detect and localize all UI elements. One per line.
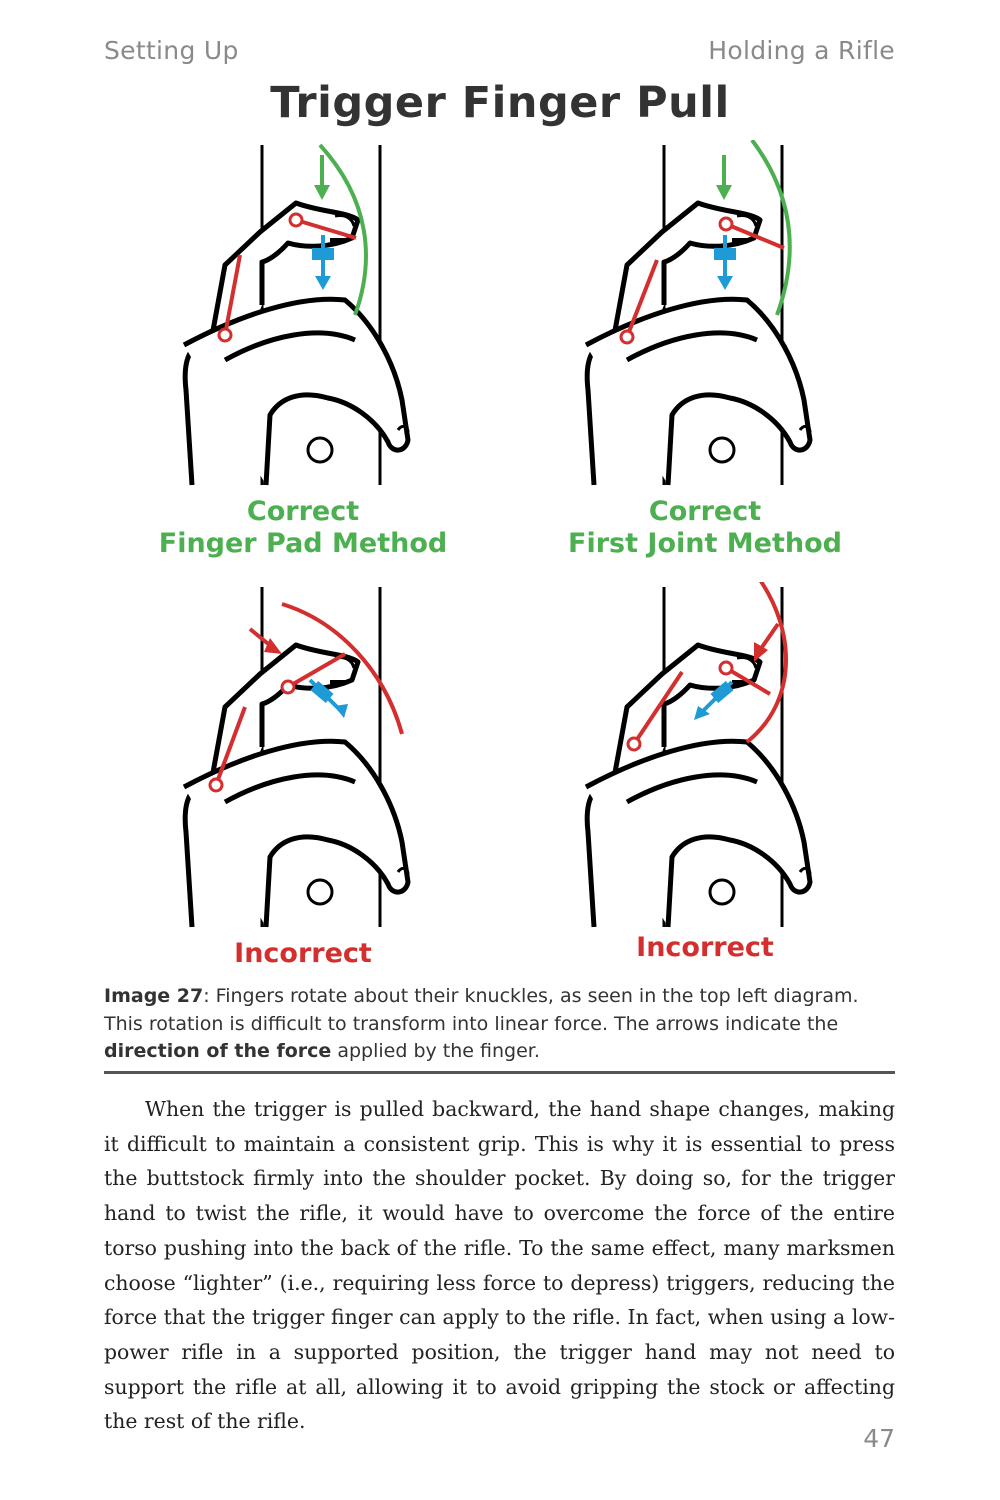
- caption-text-end: applied by the finger.: [331, 1040, 540, 1062]
- body-paragraph: When the trigger is pulled backward, the…: [104, 1097, 895, 1434]
- arrow-icon: [754, 642, 768, 662]
- first-joint-method-diagram: [572, 140, 832, 490]
- arrow-down-icon: [716, 185, 732, 200]
- label-line1: Incorrect: [234, 938, 372, 969]
- panel-label: Incorrect: [505, 932, 905, 964]
- arrow-down-icon: [314, 185, 330, 200]
- panel-label: Correct Finger Pad Method: [103, 496, 503, 560]
- figure-caption: Image 27: Fingers rotate about their knu…: [104, 983, 896, 1066]
- running-header-section: Setting Up: [104, 36, 239, 65]
- caption-label: Image 27: [104, 985, 204, 1007]
- incorrect-diagram-2: [572, 582, 832, 932]
- trigger-arc-green: [318, 143, 368, 316]
- label-line1: Incorrect: [636, 932, 774, 963]
- running-header-chapter: Holding a Rifle: [708, 36, 895, 65]
- caption-bold: direction of the force: [104, 1040, 332, 1062]
- caption-text: : Fingers rotate about their knuckles, a…: [104, 985, 859, 1035]
- incorrect-diagram-1: [170, 582, 430, 932]
- caption-divider: [104, 1071, 895, 1074]
- finger-pad-method-diagram: [170, 140, 430, 490]
- panel-label: Correct First Joint Method: [505, 496, 905, 560]
- label-line1: Correct: [246, 496, 360, 527]
- force-arrow-icon: [334, 704, 348, 718]
- force-arrow-icon: [694, 706, 710, 720]
- label-line1: Correct: [648, 496, 762, 527]
- label-line2: Finger Pad Method: [158, 528, 448, 559]
- panel-label: Incorrect: [103, 938, 503, 970]
- force-arrow-icon: [717, 276, 733, 290]
- arrow-icon: [264, 638, 282, 654]
- figure-title: Trigger Finger Pull: [270, 78, 730, 128]
- page-number: 47: [863, 1424, 895, 1453]
- force-arrow-icon: [315, 276, 331, 290]
- label-line2: First Joint Method: [568, 528, 842, 559]
